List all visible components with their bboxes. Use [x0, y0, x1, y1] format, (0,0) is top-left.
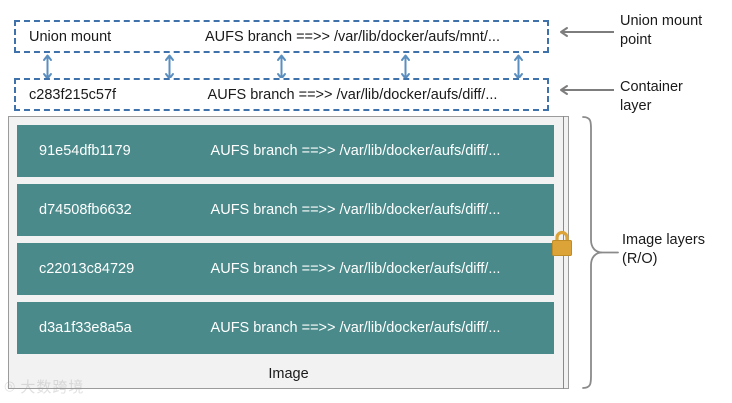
union-mount-box: Union mount AUFS branch ==>> /var/lib/do… [14, 20, 549, 53]
image-layer-row: d3a1f33e8a5a AUFS branch ==>> /var/lib/d… [17, 302, 554, 354]
double-arrow-icon-5 [514, 54, 523, 80]
callout-label-container-layer: Container layer [620, 79, 683, 114]
container-layer-path: AUFS branch ==>> /var/lib/docker/aufs/di… [207, 86, 498, 103]
callout-label-union-mount-point: Union mount point [620, 13, 703, 48]
image-layer-id: 91e54dfb1179 [39, 143, 131, 159]
lock-icon [552, 230, 572, 256]
image-layer-row: d74508fb6632 AUFS branch ==>> /var/lib/d… [17, 184, 554, 236]
callout-arrow-union-mount [560, 27, 614, 37]
double-arrow-icon-3 [277, 54, 286, 80]
callout-label-image-layers: Image layers (R/O) [622, 232, 706, 267]
union-mount-label: Union mount [29, 28, 112, 45]
container-layer-id: c283f215c57f [29, 86, 117, 103]
image-layer-path: AUFS branch ==>> /var/lib/docker/aufs/di… [210, 143, 501, 159]
image-caption-label: Image [268, 366, 309, 382]
union-mount-path: AUFS branch ==>> /var/lib/docker/aufs/mn… [205, 28, 500, 45]
callout-arrow-container-layer [560, 85, 614, 95]
image-layer-row: c22013c84729 AUFS branch ==>> /var/lib/d… [17, 243, 554, 295]
image-layer-row: 91e54dfb1179 AUFS branch ==>> /var/lib/d… [17, 125, 554, 177]
image-layer-id: c22013c84729 [39, 261, 135, 277]
callout-brace-image-layers [582, 116, 619, 389]
image-container-box: 91e54dfb1179 AUFS branch ==>> /var/lib/d… [8, 116, 569, 389]
image-layer-id: d3a1f33e8a5a [39, 320, 132, 336]
image-layer-path: AUFS branch ==>> /var/lib/docker/aufs/di… [210, 202, 501, 218]
image-layer-id: d74508fb6632 [39, 202, 132, 218]
double-arrow-icon-1 [43, 54, 52, 80]
image-layer-path: AUFS branch ==>> /var/lib/docker/aufs/di… [210, 261, 501, 277]
double-arrow-icon-2 [165, 54, 174, 80]
container-layer-box: c283f215c57f AUFS branch ==>> /var/lib/d… [14, 78, 549, 111]
double-arrow-icon-4 [401, 54, 410, 80]
image-layer-path: AUFS branch ==>> /var/lib/docker/aufs/di… [210, 320, 501, 336]
